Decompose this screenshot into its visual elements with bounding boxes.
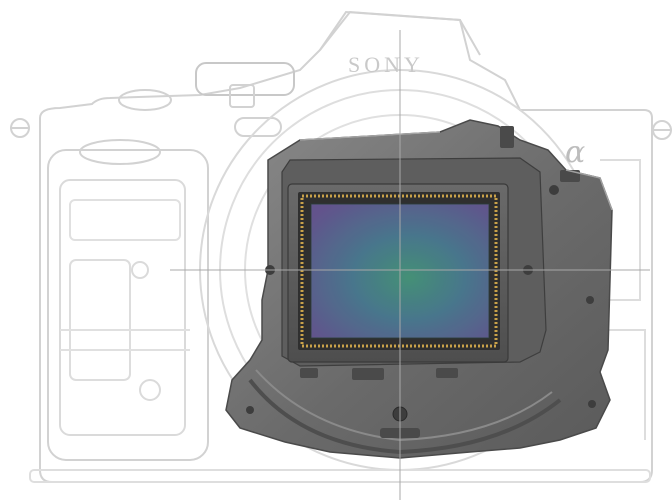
image-sensor [287,183,509,363]
alpha-logo: α [565,135,585,170]
brand-logo-text: SONY [348,52,424,77]
alignment-crosshair [170,30,650,500]
